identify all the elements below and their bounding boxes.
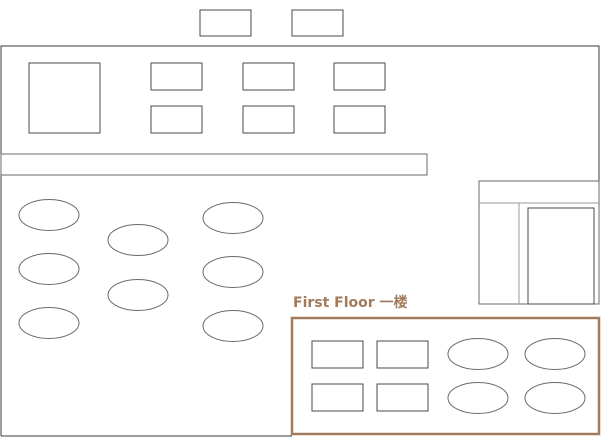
oval-table (107, 279, 169, 311)
oval-table (447, 382, 509, 414)
oval-table (202, 202, 264, 234)
first-floor-area (290, 316, 601, 436)
rect-table (311, 383, 364, 412)
door-panel (527, 207, 595, 305)
rect-table (150, 105, 203, 134)
floor-label: First Floor 一楼 (293, 295, 408, 311)
entrance-box-right (291, 9, 344, 37)
entrance-box-left (199, 9, 252, 37)
oval-table (202, 310, 264, 342)
large-square-table (28, 62, 101, 134)
oval-table (18, 253, 80, 285)
rect-table (242, 105, 295, 134)
oval-table (524, 338, 586, 370)
outer-wall (0, 45, 600, 436)
rect-table (333, 62, 386, 91)
rect-table (311, 340, 364, 369)
oval-table (447, 338, 509, 370)
oval-table (202, 256, 264, 288)
rect-table (150, 62, 203, 91)
rect-table (242, 62, 295, 91)
oval-table (18, 199, 80, 231)
oval-table (107, 224, 169, 256)
long-counter (0, 153, 428, 176)
rect-table (333, 105, 386, 134)
rect-table (376, 340, 429, 369)
oval-table (524, 382, 586, 414)
oval-table (18, 307, 80, 339)
rect-table (376, 383, 429, 412)
